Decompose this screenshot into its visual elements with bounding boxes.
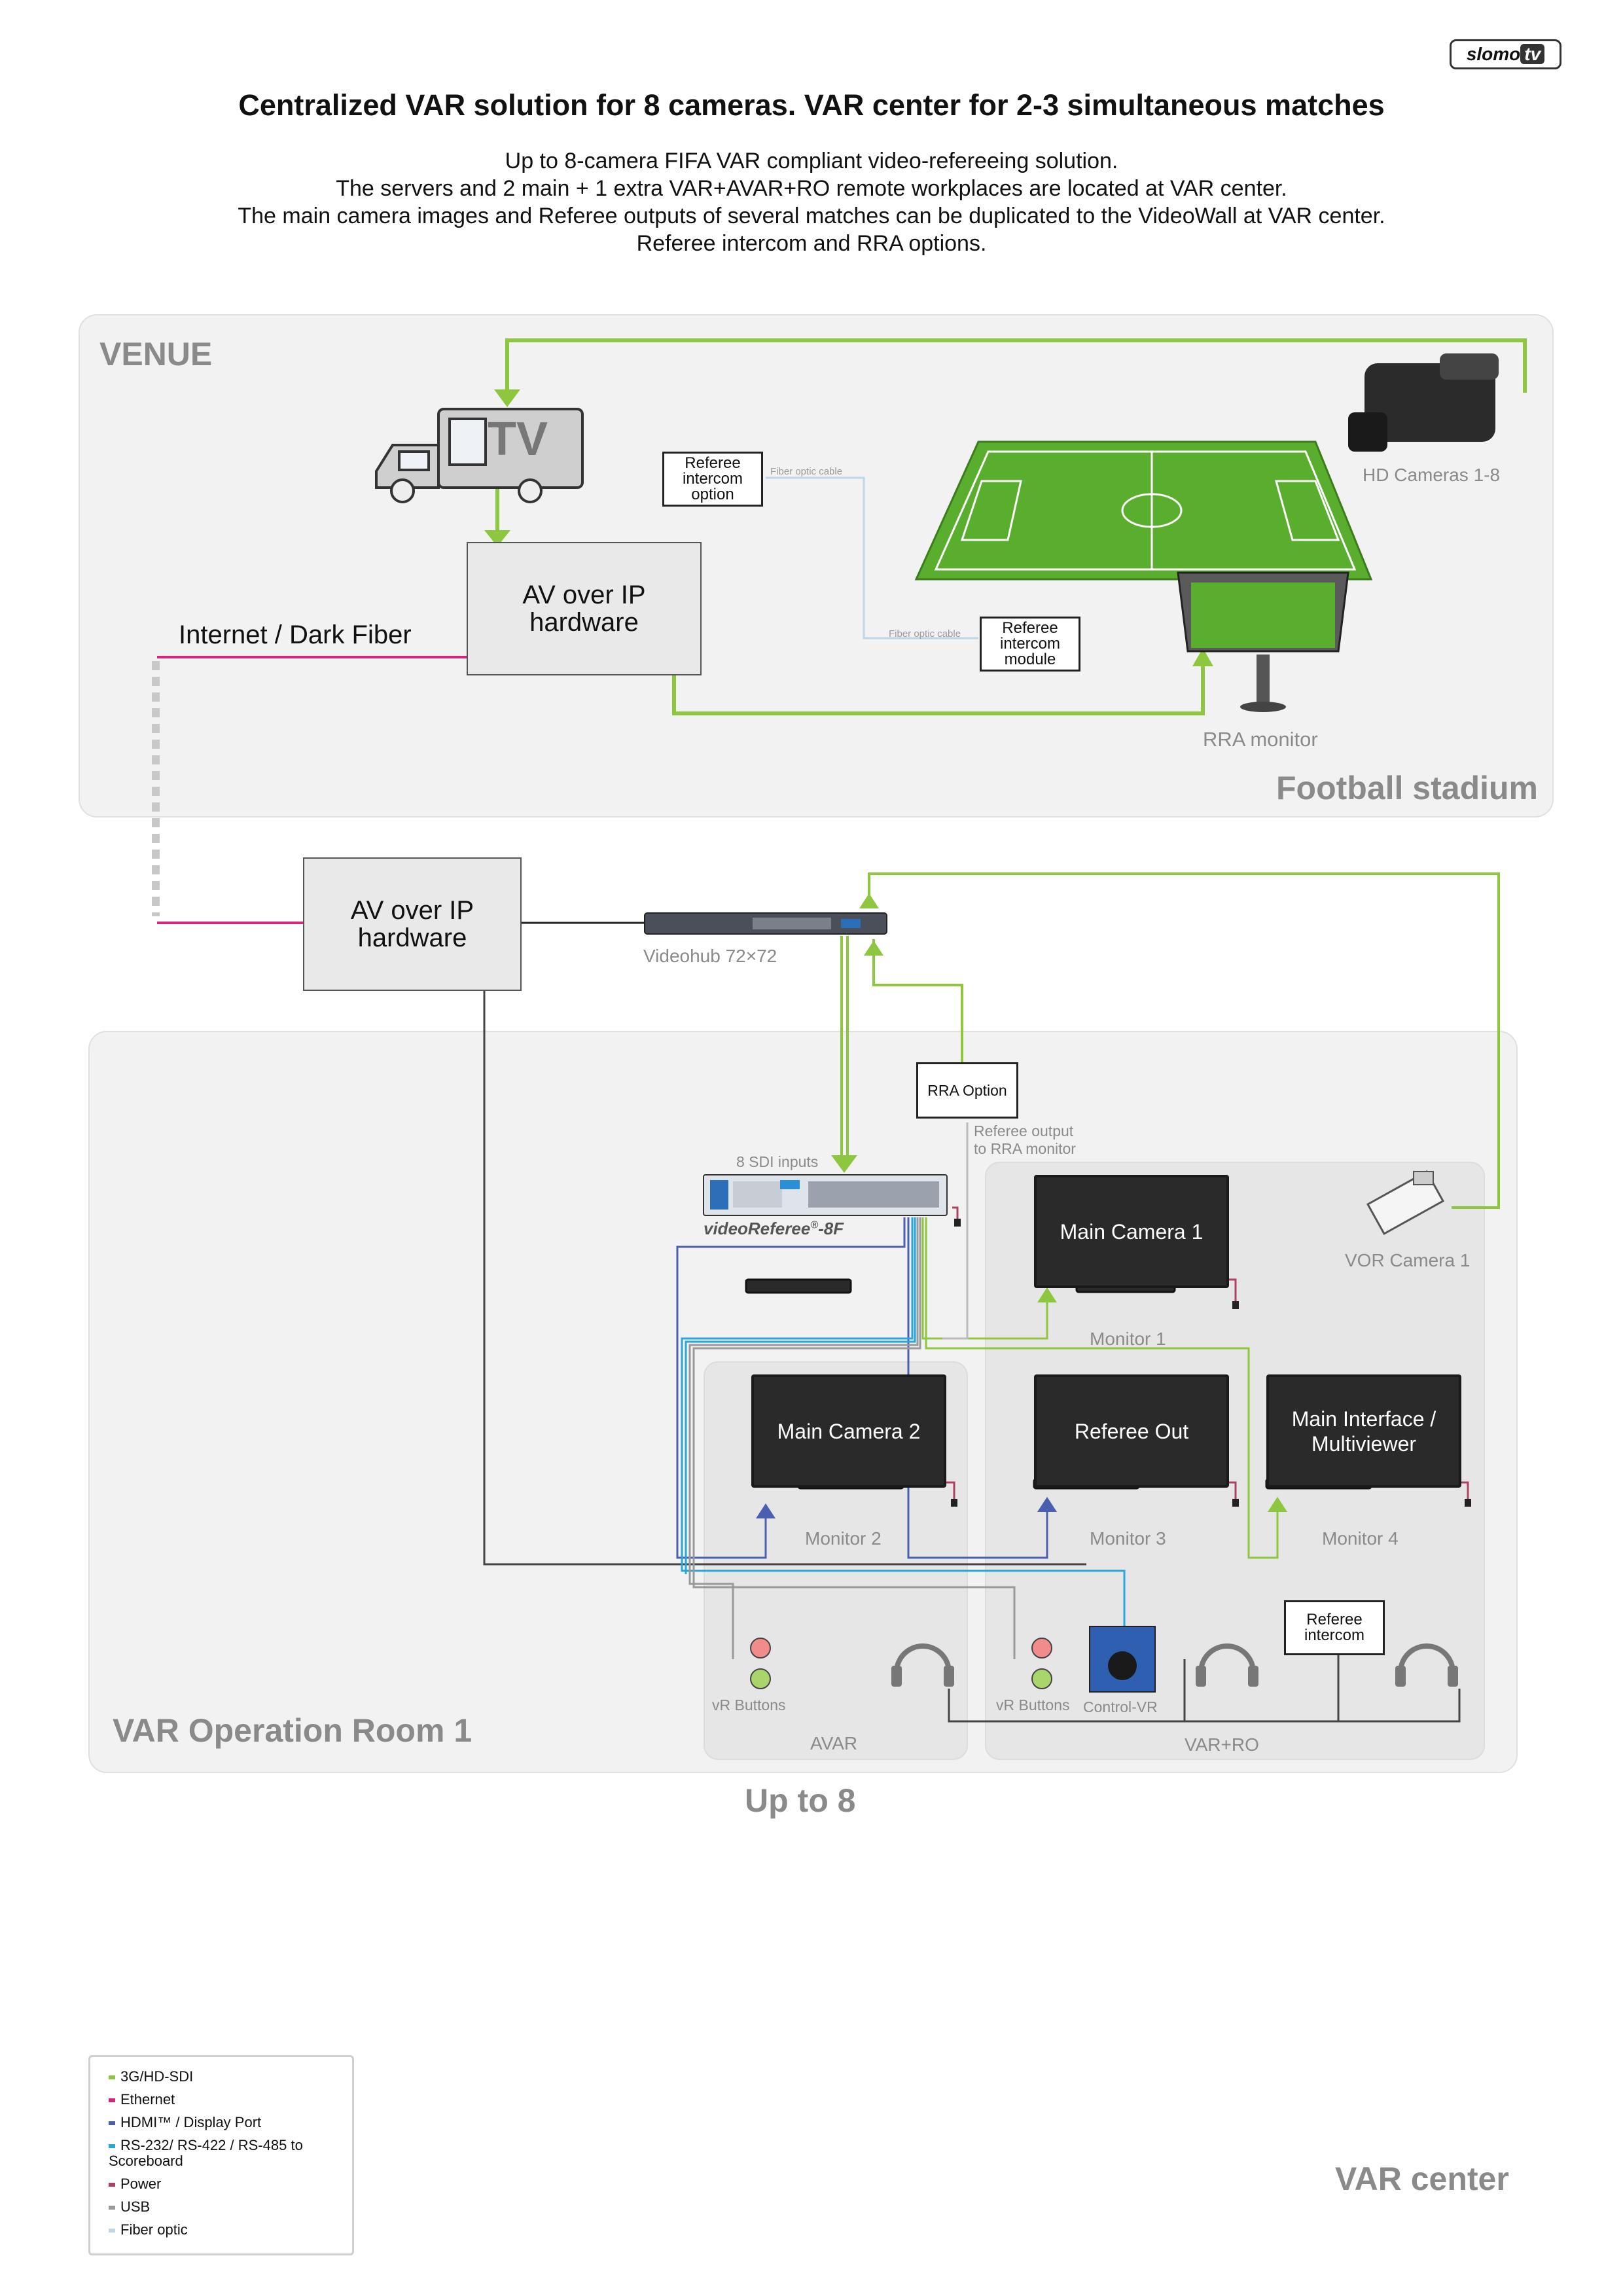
- vr-buttons-label-var: vR Buttons: [996, 1696, 1070, 1713]
- rra-monitor-graphic: [1177, 571, 1349, 712]
- legend-item-ethernet: Ethernet: [109, 2092, 351, 2108]
- vr-buttons-graphic: [750, 1638, 1052, 1689]
- videohub-device: [644, 912, 887, 935]
- monitor-2-label: Monitor 2: [805, 1528, 882, 1549]
- football-field: [914, 440, 1373, 581]
- up-to-8-label: Up to 8: [745, 1782, 856, 1819]
- videohub-label: Videohub 72×72: [643, 946, 777, 966]
- control-vr-graphic: [1089, 1626, 1156, 1693]
- venue-sdi-lines: [495, 338, 1527, 715]
- vor-camera-label: VOR Camera 1: [1345, 1250, 1471, 1270]
- legend: 3G/HD-SDI Ethernet HDMI™ / Display Port …: [88, 2055, 354, 2255]
- football-stadium-label: Football stadium: [1276, 770, 1538, 806]
- rra-monitor-label: RRA monitor: [1203, 728, 1318, 751]
- fiber-optic-cable-label-2: Fiber optic cable: [889, 628, 961, 639]
- intro-line-3: The main camera images and Referee outpu…: [238, 204, 1385, 228]
- internet-dark-fiber-label: Internet / Dark Fiber: [179, 620, 412, 649]
- var-operation-room-title: VAR Operation Room 1: [113, 1712, 473, 1749]
- legend-swatch: [109, 2121, 115, 2126]
- venue-title: VENUE: [99, 336, 213, 372]
- monitor-4-label: Monitor 4: [1322, 1528, 1399, 1549]
- intro-line-1: Up to 8-camera FIFA VAR compliant video-…: [505, 149, 1118, 173]
- legend-item-power: Power: [109, 2176, 351, 2192]
- legend-swatch: [109, 2206, 115, 2210]
- videoreferee-server-label: videoReferee®-8F: [704, 1219, 844, 1238]
- vor-camera-graphic: [1366, 1170, 1445, 1236]
- tv-truck: [375, 408, 584, 503]
- legend-item-sdi: 3G/HD-SDI: [109, 2069, 351, 2085]
- control-vr-label: Control-VR: [1083, 1698, 1158, 1715]
- headsets: [894, 1643, 1455, 1673]
- power-plugs: [951, 1219, 1471, 1507]
- main-camera-1-monitor: Main Camera 1: [1034, 1175, 1229, 1288]
- legend-item-hdmi: HDMI™ / Display Port: [109, 2115, 351, 2130]
- referee-out-monitor: Referee Out: [1034, 1374, 1229, 1488]
- av-ip-to-room-line: [483, 988, 1086, 1566]
- page-title: Centralized VAR solution for 8 cameras. …: [238, 88, 1385, 122]
- monitor-1-label: Monitor 1: [1090, 1329, 1166, 1349]
- legend-swatch: [109, 2183, 115, 2187]
- var-center-label: VAR center: [1335, 2161, 1509, 2197]
- tv-truck-label: TV: [488, 413, 548, 465]
- avar-label: AVAR: [810, 1733, 858, 1753]
- legend-item-usb: USB: [109, 2199, 351, 2215]
- logo-slomo: slomo: [1466, 44, 1521, 64]
- legend-swatch: [109, 2098, 115, 2103]
- monitor-3-label: Monitor 3: [1090, 1528, 1166, 1549]
- hd-cameras-label: HD Cameras 1-8: [1363, 465, 1501, 485]
- var-ro-label: VAR+RO: [1185, 1734, 1259, 1755]
- main-interface-monitor: Main Interface /Multiviewer: [1266, 1374, 1461, 1488]
- rra-option-box: RRA Option: [916, 1062, 1018, 1119]
- intro-line-4: Referee intercom and RRA options.: [636, 231, 987, 256]
- videoreferee-server: [703, 1174, 948, 1216]
- legend-item-fiber: Fiber optic: [109, 2222, 351, 2238]
- ethernet-lines: [157, 656, 467, 924]
- logo-tv: tv: [1520, 44, 1545, 64]
- legend-swatch: [109, 2229, 115, 2233]
- legend-swatch: [109, 2144, 115, 2149]
- fiber-optic-lines: [766, 476, 978, 639]
- venue-arrowheads: [484, 389, 1213, 666]
- vr-buttons-label-avar: vR Buttons: [712, 1696, 786, 1713]
- legend-item-serial: RS-232/ RS-422 / RS-485 to: [109, 2138, 351, 2153]
- hd-camera-graphic: [1348, 353, 1499, 452]
- legend-item-serial-cont: Scoreboard: [109, 2153, 183, 2169]
- legend-swatch: [109, 2075, 115, 2080]
- fiber-optic-cable-label-1: Fiber optic cable: [770, 466, 843, 477]
- intro-line-2: The servers and 2 main + 1 extra VAR+AVA…: [336, 176, 1287, 201]
- sdi-inputs-label: 8 SDI inputs: [736, 1153, 819, 1170]
- main-camera-2-monitor: Main Camera 2: [751, 1374, 946, 1488]
